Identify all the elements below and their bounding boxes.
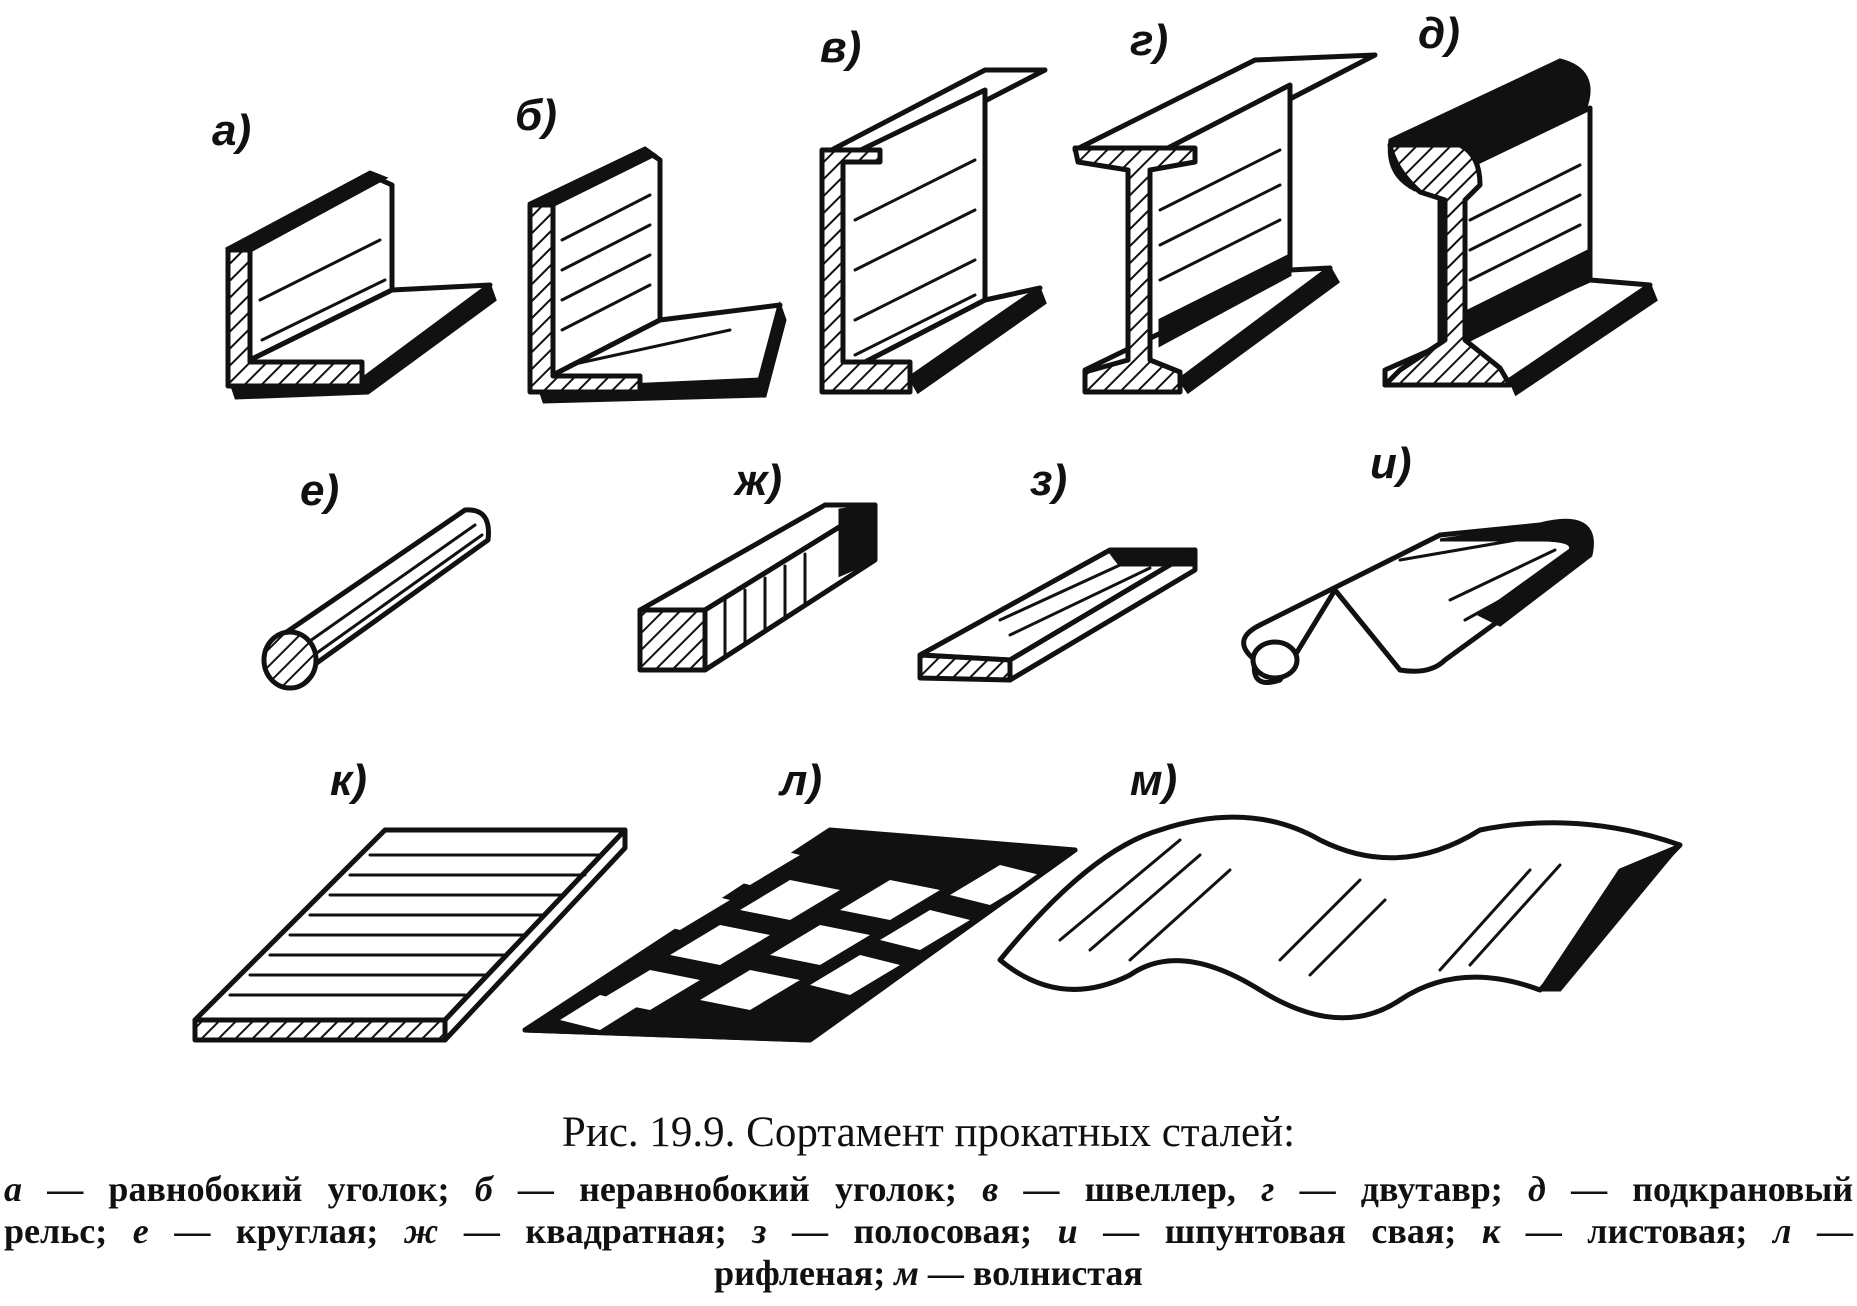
profile-crane-rail: д): [1382, 9, 1658, 397]
profile-flat-bar: з): [917, 456, 1198, 683]
checker-pattern: [560, 845, 1040, 1030]
label-b: б): [515, 91, 557, 140]
caption-line-1: а — равнобокий уголок; б — неравнобокий …: [4, 1169, 1854, 1209]
label-zh: ж): [733, 456, 782, 505]
label-z: з): [1030, 456, 1067, 505]
figure-caption-description: а — равнобокий уголок; б — неравнобокий …: [4, 1168, 1853, 1294]
caption-line-2: рельс; е — круглая; ж — квадратная; з — …: [4, 1211, 1854, 1251]
steel-profiles-figure: а) б) в): [192, 9, 1683, 1043]
label-l: л): [778, 756, 822, 805]
profile-channel: в): [819, 23, 1048, 395]
profile-round-bar: е): [261, 466, 492, 691]
profile-corrugated-sheet: м): [997, 756, 1683, 1021]
profile-checker-plate: л): [522, 756, 1078, 1043]
plate-hatch-lines: [228, 853, 602, 997]
caption-line-3: рифленая; м — волнистая: [714, 1253, 1143, 1293]
profile-equal-angle: а): [212, 106, 497, 400]
profile-unequal-angle: б): [515, 91, 787, 404]
label-e: е): [300, 466, 339, 515]
label-d: д): [1418, 9, 1460, 58]
profile-i-beam: г): [1072, 16, 1378, 395]
profile-plate: к): [192, 756, 628, 1043]
profile-square-bar: ж): [637, 456, 878, 673]
label-k: к): [330, 756, 367, 805]
figure-caption-title: Рис. 19.9. Сортамент прокатных сталей:: [561, 1109, 1296, 1156]
caption-item-d-part2: рельс;: [4, 1211, 108, 1251]
profile-sheet-pile: и): [1241, 439, 1594, 685]
label-a: а): [212, 106, 251, 155]
label-i: и): [1370, 439, 1412, 488]
label-g: г): [1130, 16, 1168, 65]
caption-item-d-part1: подкрановый: [1632, 1169, 1854, 1209]
label-m: м): [1130, 756, 1177, 805]
label-v: в): [820, 23, 861, 72]
